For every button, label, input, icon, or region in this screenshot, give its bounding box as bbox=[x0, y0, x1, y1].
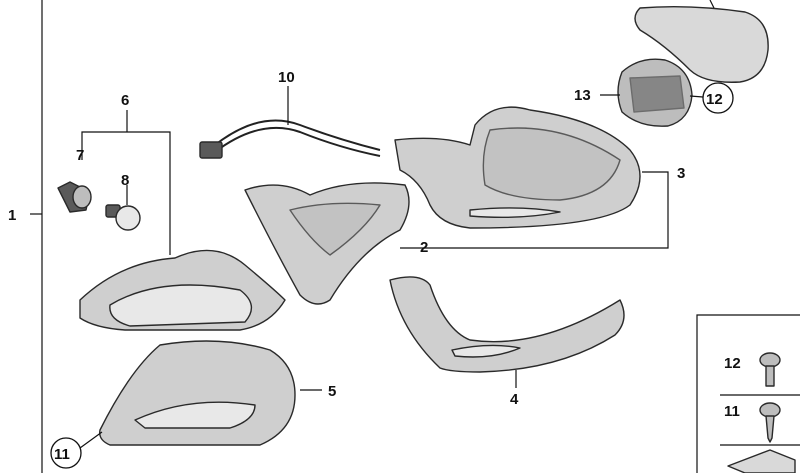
mirror-bracket: 2 bbox=[244, 182, 428, 305]
callout-13: 13 bbox=[574, 87, 591, 104]
self-tapping-screw-icon bbox=[759, 402, 781, 443]
screw-legend: 12 11 bbox=[720, 352, 800, 473]
mirror-glass bbox=[634, 5, 769, 83]
callout-10: 10 bbox=[278, 69, 295, 86]
callout-12-circled: 12 bbox=[689, 82, 734, 114]
bulb-socket bbox=[57, 181, 92, 213]
callout-6: 6 bbox=[121, 92, 129, 109]
callout-2: 2 bbox=[420, 239, 428, 256]
svg-text:12: 12 bbox=[706, 91, 723, 108]
wiring-harness: 10 bbox=[199, 69, 381, 159]
callout-7: 7 bbox=[76, 147, 84, 164]
turn-signal-lamp bbox=[79, 249, 286, 331]
mirror-actuator: 13 bbox=[574, 58, 693, 127]
bulb bbox=[105, 204, 141, 231]
svg-text:11: 11 bbox=[54, 446, 70, 463]
bulb-socket-group: 6 7 8 bbox=[57, 92, 171, 255]
mirror-cap: 5 bbox=[99, 340, 336, 446]
legend-number-11: 11 bbox=[724, 403, 740, 420]
pan-head-screw-icon bbox=[759, 352, 781, 387]
callout-5: 5 bbox=[328, 383, 336, 400]
callout-1: 1 bbox=[8, 207, 16, 224]
mirror-housing: 3 bbox=[394, 106, 685, 249]
callout-11-circled: 11 bbox=[50, 431, 103, 469]
callout-3: 3 bbox=[677, 165, 685, 182]
legend-number-12: 12 bbox=[724, 355, 741, 372]
callout-8: 8 bbox=[121, 172, 129, 189]
frame-lines bbox=[30, 0, 800, 473]
lower-trim: 4 bbox=[389, 276, 625, 408]
callout-4: 4 bbox=[510, 391, 519, 408]
